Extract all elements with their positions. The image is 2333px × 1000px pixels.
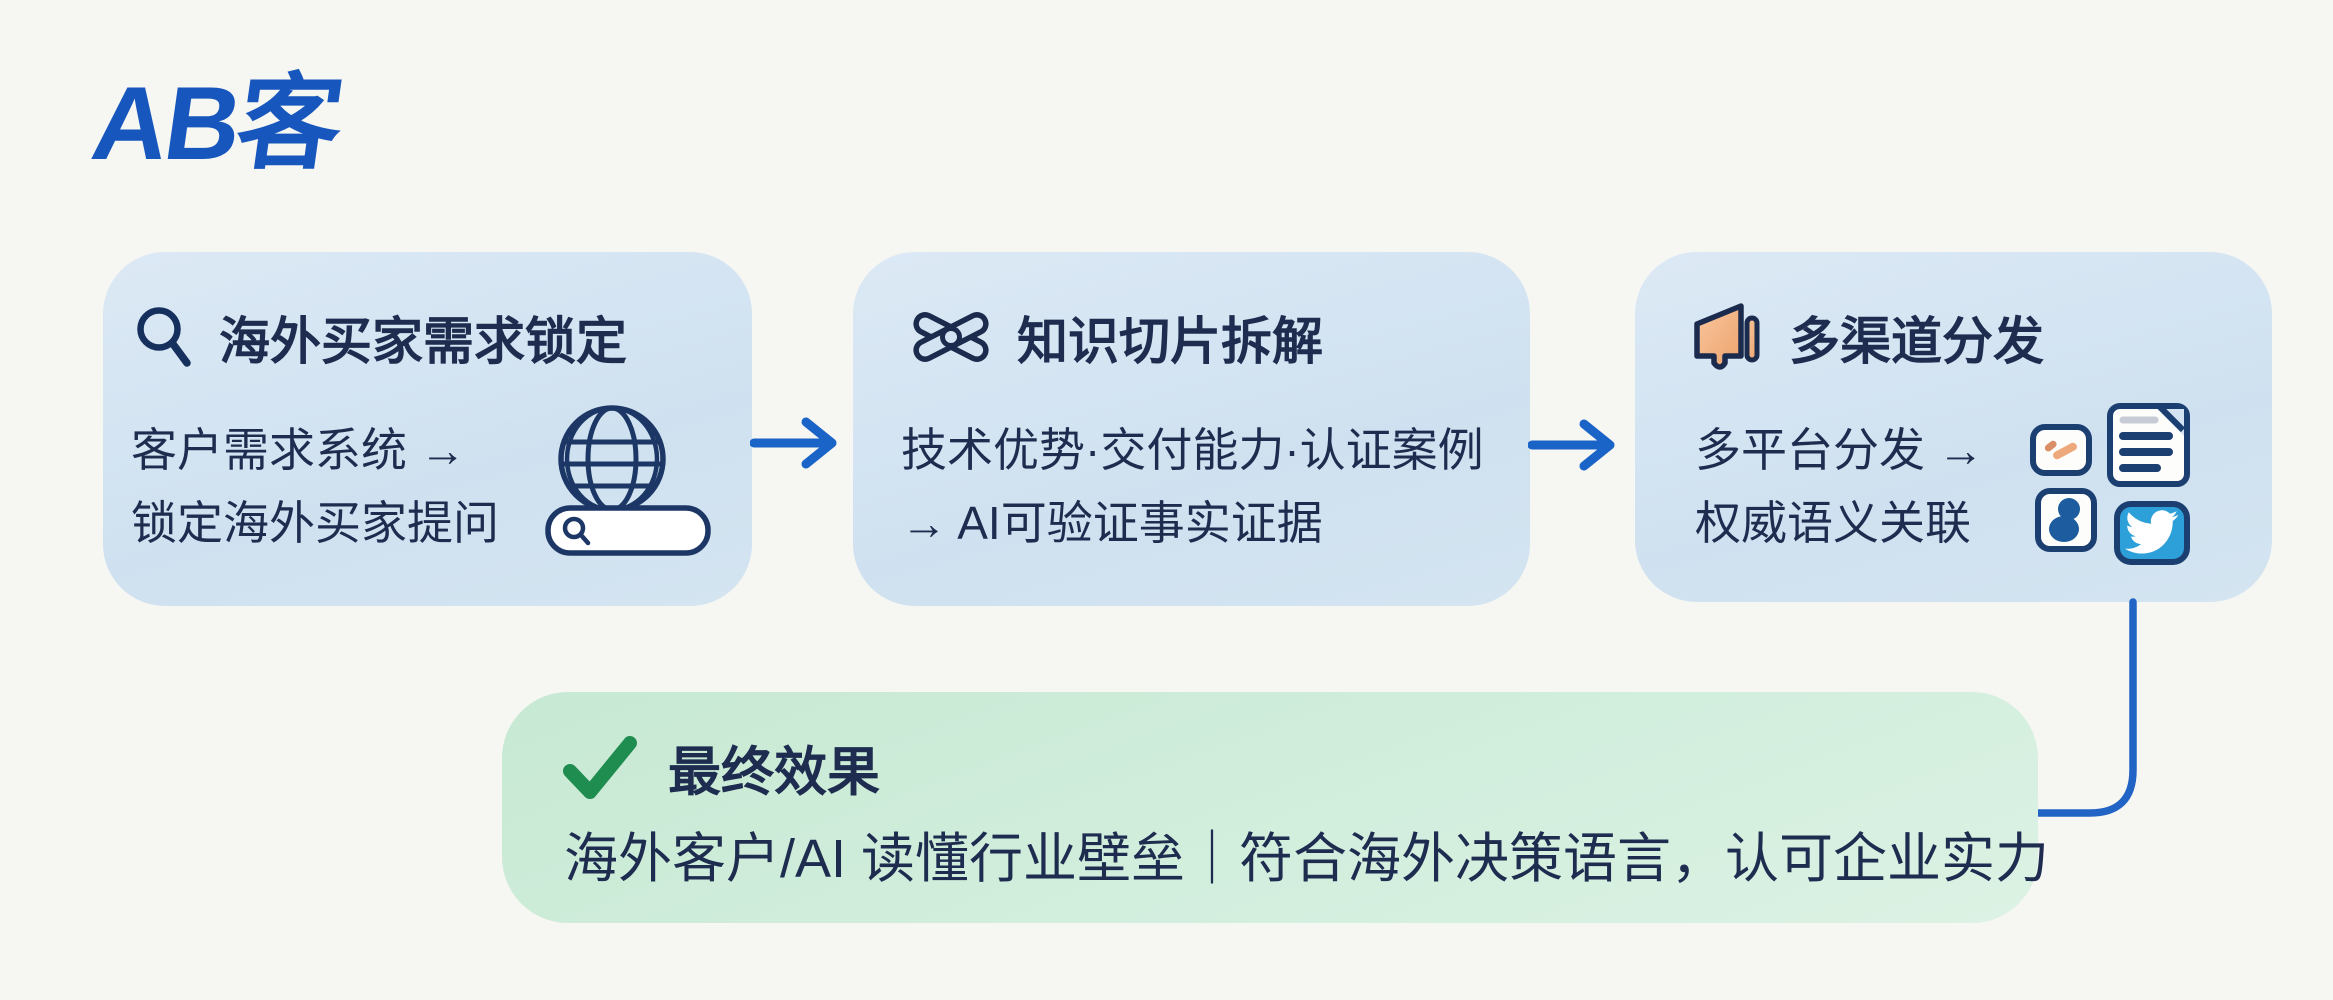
chat-icon (2030, 424, 2092, 476)
step2-title: 知识切片拆解 (1017, 313, 1324, 370)
step1-title: 海外买家需求锁定 (219, 313, 628, 370)
brand-logo: AB客 (85, 66, 347, 182)
flow-arrow-1 (750, 415, 846, 471)
step2-title-row: 知识切片拆解 (911, 300, 1510, 374)
magnifier-icon (135, 304, 193, 370)
step-card-knowledge-slicing: 知识切片拆解 技术优势·交付能力·认证案例 → AI可验证事实证据 (853, 252, 1530, 606)
globe-search-graphic (543, 404, 713, 556)
step3-body-line2: 权威语义关联 (1695, 497, 1971, 549)
step1-body: 客户需求系统 → 锁定海外买家提问 (131, 414, 499, 560)
step1-title-row: 海外买家需求锁定 (135, 300, 732, 374)
step2-body-line1: 技术优势·交付能力·认证案例 (901, 424, 1484, 476)
step3-body-line1: 多平台分发 → (1695, 424, 1984, 476)
flow-arrow-2 (1528, 417, 1624, 473)
user-icon (2035, 488, 2097, 552)
connector-line (2030, 598, 2150, 824)
step2-body-line2: → AI可验证事实证据 (901, 497, 1323, 549)
step2-body: 技术优势·交付能力·认证案例 → AI可验证事实证据 (901, 414, 1484, 560)
document-icon (2107, 403, 2190, 487)
channel-icons-grid (2028, 400, 2248, 590)
step3-title: 多渠道分发 (1789, 313, 2045, 370)
step3-title-row: 多渠道分发 (1691, 300, 2252, 374)
scissors-icon (911, 301, 991, 373)
result-card: 最终效果 海外客户/AI 读懂行业壁垒｜符合海外决策语言，认可企业实力 (502, 692, 2049, 923)
step1-body-line1: 客户需求系统 → (131, 424, 466, 476)
twitter-icon (2114, 501, 2190, 565)
step1-body-line2: 锁定海外买家提问 (131, 497, 499, 549)
result-title: 最终效果 (668, 743, 880, 802)
result-title-row: 最终效果 (562, 732, 880, 804)
checkmark-icon (562, 735, 638, 801)
step-card-buyer-demand: 海外买家需求锁定 客户需求系统 → 锁定海外买家提问 (103, 252, 752, 606)
megaphone-icon (1691, 300, 1763, 374)
step-card-multichannel: 多渠道分发 多平台分发 → 权威语义关联 (1635, 252, 2272, 602)
result-body: 海外客户/AI 读懂行业壁垒｜符合海外决策语言，认可企业实力 (564, 829, 2050, 889)
step3-body: 多平台分发 → 权威语义关联 (1695, 414, 1984, 560)
